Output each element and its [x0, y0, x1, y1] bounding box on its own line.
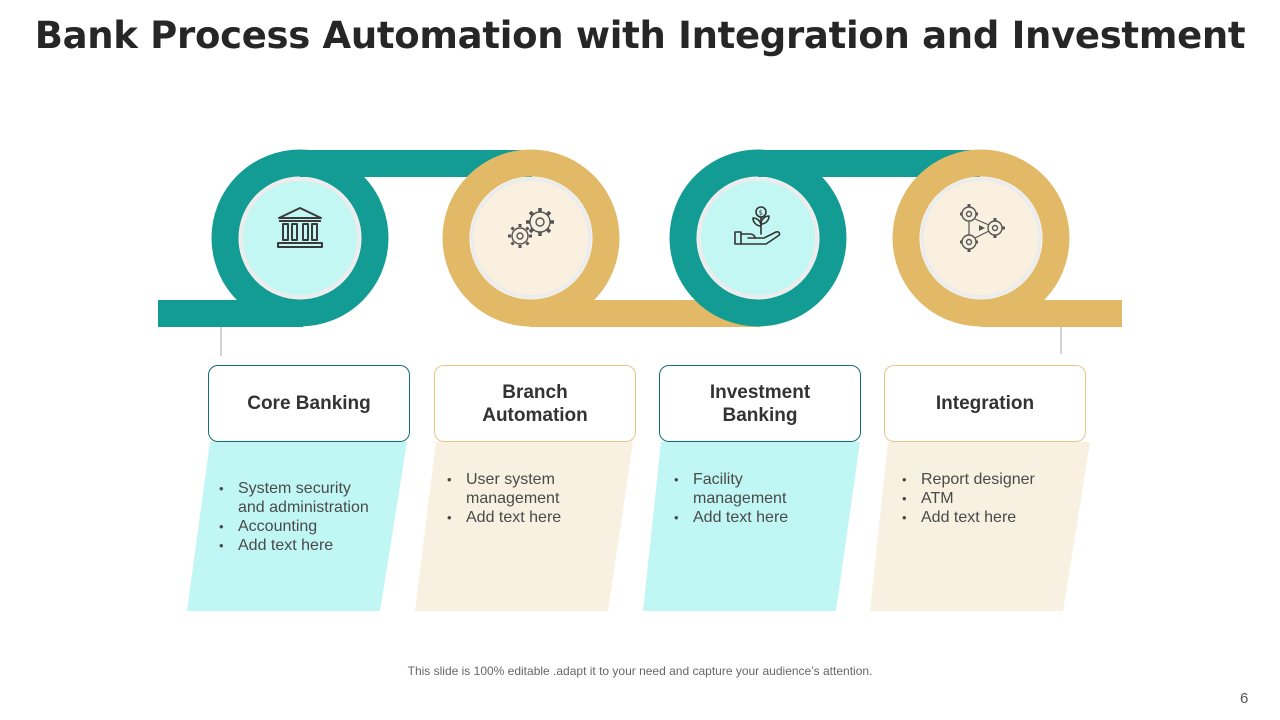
hand-money-plant-icon: $ [734, 206, 781, 245]
bullets-investment-banking: Facility management Add text here [674, 470, 844, 527]
card-core-banking: Core Banking [208, 365, 410, 442]
footer-note: This slide is 100% editable .adapt it to… [407, 664, 873, 678]
bullets-branch-automation: User system management Add text here [447, 470, 617, 527]
list-item: Add text here [674, 508, 844, 527]
disc-branch-automation [474, 181, 588, 295]
ring-core-banking [211, 149, 389, 327]
card-label: Core Banking [247, 393, 371, 414]
card-label: Branch Automation [482, 381, 588, 426]
bank-building-icon [277, 207, 323, 248]
list-item: User system management [447, 470, 617, 508]
gear-network-icon [960, 204, 1005, 252]
ring-integration [892, 149, 1070, 327]
list-item: System security and administration [219, 479, 399, 517]
card-investment-banking: Investment Banking [659, 365, 861, 442]
list-item: ATM [902, 489, 1072, 508]
gears-icon [508, 208, 554, 248]
card-label: Investment Banking [709, 381, 811, 426]
list-item: Accounting [219, 517, 399, 536]
card-integration: Integration [884, 365, 1086, 442]
card-label: Integration [935, 393, 1035, 414]
card-branch-automation: Branch Automation [434, 365, 636, 442]
list-item: Add text here [447, 508, 617, 527]
ring-investment-banking [669, 149, 847, 327]
ring-branch-automation [442, 149, 620, 327]
bullets-integration: Report designer ATM Add text here [902, 470, 1072, 527]
disc-integration [924, 181, 1038, 295]
list-item: Report designer [902, 470, 1072, 489]
list-item: Add text here [902, 508, 1072, 527]
disc-core-banking [243, 181, 357, 295]
bullets-core-banking: System security and administration Accou… [219, 479, 399, 555]
page-number: 6 [1240, 690, 1249, 707]
list-item: Facility management [674, 470, 844, 508]
list-item: Add text here [219, 536, 399, 555]
svg-text:$: $ [759, 209, 763, 217]
slide-title: Bank Process Automation with Integration… [34, 14, 1246, 57]
